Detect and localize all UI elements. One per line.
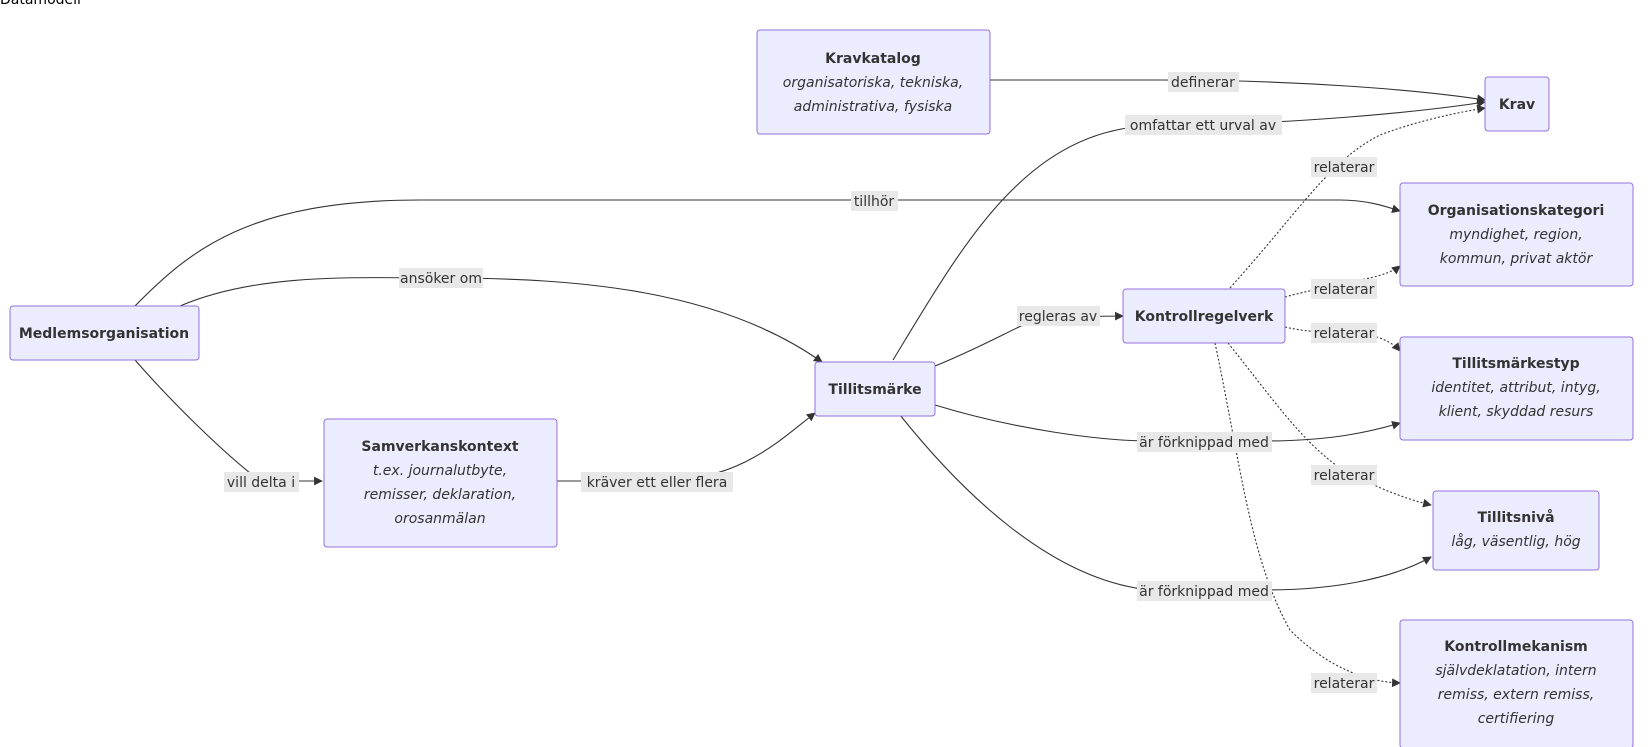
- svg-text:är förknippad med: är förknippad med: [1139, 435, 1269, 451]
- svg-text:administrativa, fysiska: administrativa, fysiska: [794, 99, 952, 115]
- node-medlemsorganisation: Medlemsorganisation: [9, 305, 200, 361]
- edge-label-forknippad-niva: är förknippad med: [1137, 581, 1272, 601]
- svg-text:tillhör: tillhör: [854, 194, 895, 210]
- svg-text:relaterar: relaterar: [1314, 160, 1375, 176]
- edge-label-vill-delta-i: vill delta i: [224, 472, 299, 492]
- svg-text:relaterar: relaterar: [1314, 282, 1375, 298]
- svg-text:kräver ett eller flera: kräver ett eller flera: [587, 475, 728, 491]
- node-tillitsmarkestyp: Tillitsmärkestyp identitet, attribut, in…: [1399, 336, 1634, 441]
- node-samverkanskontext: Samverkanskontext t.ex. journalutbyte, r…: [323, 418, 558, 548]
- edge-label-relaterar-typ: relaterar: [1311, 323, 1377, 343]
- edge-samverkanskontext-tillitsmarke: [557, 412, 816, 482]
- edge-label-relaterar-niva: relaterar: [1311, 465, 1377, 485]
- node-organisationskategori-title: Organisationskategori: [1428, 203, 1605, 219]
- node-kravkatalog: Kravkatalog organisatoriska, tekniska, a…: [756, 29, 991, 135]
- edge-label-forknippad-typ: är förknippad med: [1137, 432, 1272, 452]
- svg-text:kommun, privat aktör: kommun, privat aktör: [1440, 251, 1594, 267]
- edge-kontrollregelverk-tillitsniva: [1227, 342, 1432, 508]
- edge-label-relaterar-mekanism: relaterar: [1311, 673, 1377, 693]
- edge-label-definerar: definerar: [1168, 72, 1239, 92]
- node-organisationskategori: Organisationskategori myndighet, region,…: [1399, 182, 1634, 287]
- node-tillitsmarke: Tillitsmärke: [814, 361, 936, 417]
- svg-text:certifiering: certifiering: [1478, 711, 1555, 727]
- svg-text:självdeklatation, intern: självdeklatation, intern: [1435, 663, 1596, 679]
- edges: [134, 79, 1486, 688]
- edge-kontrollregelverk-kontrollmekanism: [1214, 342, 1401, 688]
- node-kontrollmekanism: Kontrollmekanism självdeklatation, inter…: [1399, 619, 1634, 747]
- svg-text:relaterar: relaterar: [1314, 326, 1375, 342]
- svg-text:vill delta i: vill delta i: [227, 475, 295, 491]
- svg-text:relaterar: relaterar: [1314, 676, 1375, 692]
- node-samverkanskontext-title: Samverkanskontext: [361, 439, 518, 455]
- node-krav: Krav: [1484, 76, 1550, 132]
- edge-label-tillhor: tillhör: [851, 191, 898, 211]
- edge-label-ansoker-om: ansöker om: [399, 268, 483, 288]
- node-tillitsniva-title: Tillitsnivå: [1477, 509, 1554, 526]
- node-krav-title: Krav: [1499, 97, 1535, 113]
- node-tillitsmarke-title: Tillitsmärke: [828, 382, 921, 398]
- svg-text:organisatoriska, tekniska,: organisatoriska, tekniska,: [783, 75, 963, 91]
- edge-labels: definerar omfattar ett urval av relatera…: [224, 72, 1377, 693]
- svg-text:är förknippad med: är förknippad med: [1139, 584, 1269, 600]
- svg-text:klient, skyddad resurs: klient, skyddad resurs: [1439, 404, 1594, 420]
- svg-text:regleras av: regleras av: [1019, 309, 1097, 325]
- node-medlemsorganisation-title: Medlemsorganisation: [19, 326, 189, 342]
- node-tillitsniva: Tillitsnivå låg, väsentlig, hög: [1432, 490, 1600, 571]
- edge-label-regleras-av: regleras av: [1017, 306, 1100, 326]
- svg-text:remiss, extern remiss,: remiss, extern remiss,: [1438, 687, 1594, 703]
- node-kravkatalog-title: Kravkatalog: [825, 51, 921, 67]
- edge-medlemsorganisation-organisationskategori: [134, 199, 1401, 307]
- node-kontrollregelverk: Kontrollregelverk: [1122, 288, 1286, 344]
- edge-medlemsorganisation-samverkanskontext: [134, 359, 323, 486]
- edge-label-omfattar: omfattar ett urval av: [1125, 115, 1282, 135]
- svg-text:remisser, deklaration,: remisser, deklaration,: [364, 487, 516, 503]
- svg-text:identitet, attribut, intyg,: identitet, attribut, intyg,: [1431, 380, 1600, 396]
- svg-text:definerar: definerar: [1171, 75, 1235, 91]
- svg-text:ansöker om: ansöker om: [400, 271, 482, 287]
- svg-text:relaterar: relaterar: [1314, 468, 1375, 484]
- node-tillitsmarkestyp-title: Tillitsmärkestyp: [1452, 356, 1579, 372]
- edge-medlemsorganisation-tillitsmarke: [179, 277, 823, 363]
- svg-text:t.ex. journalutbyte,: t.ex. journalutbyte,: [373, 463, 507, 479]
- node-kontrollregelverk-title: Kontrollregelverk: [1135, 309, 1274, 325]
- edge-label-kraver: kräver ett eller flera: [581, 472, 733, 492]
- edge-label-relaterar-krav: relaterar: [1311, 157, 1377, 177]
- edge-label-relaterar-orgkat: relaterar: [1311, 279, 1377, 299]
- svg-text:myndighet, region,: myndighet, region,: [1449, 227, 1582, 243]
- svg-text:orosanmälan: orosanmälan: [394, 511, 485, 527]
- page-title: Datamodell: [0, 0, 81, 8]
- svg-text:låg, väsentlig, hög: låg, väsentlig, hög: [1451, 533, 1580, 550]
- svg-text:omfattar ett urval av: omfattar ett urval av: [1130, 118, 1276, 134]
- node-kontrollmekanism-title: Kontrollmekanism: [1444, 639, 1588, 655]
- edge-kontrollregelverk-krav: [1229, 104, 1486, 289]
